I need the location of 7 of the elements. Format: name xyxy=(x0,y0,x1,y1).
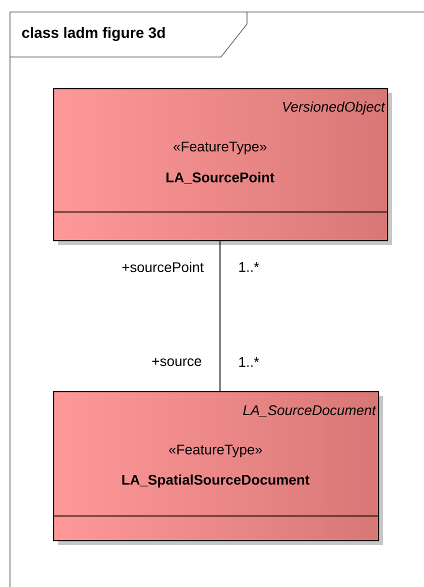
multiplicity-label: 1..* xyxy=(239,357,259,367)
frame-title-tab: class ladm figure 3d xyxy=(10,12,248,58)
class-box: LA_SourceDocument «FeatureType» LA_SpatialSourceDocument xyxy=(52,391,383,545)
role-name: +source xyxy=(152,358,202,366)
class-box: VersionedObject «FeatureType» LA_SourcePoint xyxy=(52,88,392,245)
role-name: +sourcePoint xyxy=(122,262,204,272)
multiplicity-label: 1..* xyxy=(239,262,259,272)
